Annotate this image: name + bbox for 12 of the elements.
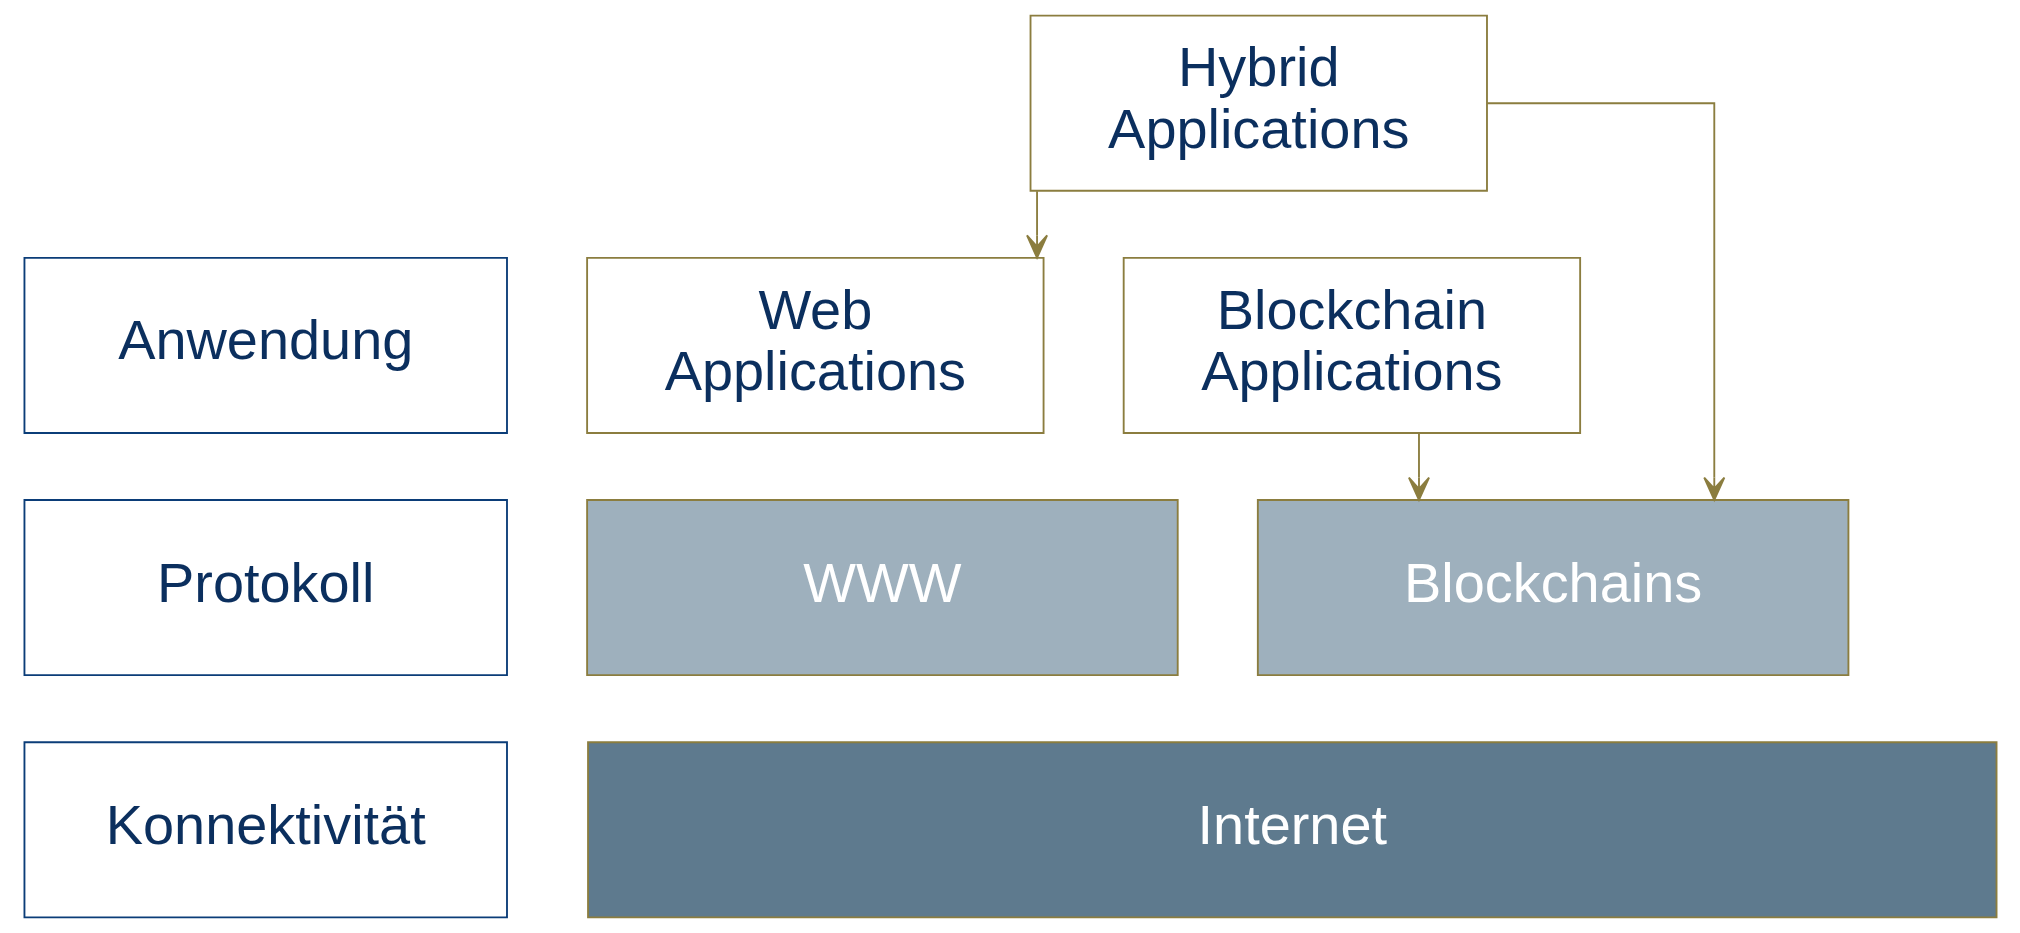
node-box: Internet — [586, 741, 1997, 919]
node-box: WWW — [585, 499, 1179, 677]
node-box: Blockchains — [1256, 499, 1849, 677]
node-box: Anwendung — [23, 256, 508, 434]
arrow — [1025, 190, 1048, 259]
arrow — [1485, 102, 1725, 501]
node-box: Hybrid Applications — [1029, 14, 1488, 192]
node-box: Konnektivität — [23, 741, 508, 919]
node-box: Protokoll — [23, 499, 508, 677]
arrow — [1407, 432, 1430, 501]
node-box: Blockchain Applications — [1122, 256, 1581, 434]
node-box: Web Applications — [585, 256, 1044, 434]
